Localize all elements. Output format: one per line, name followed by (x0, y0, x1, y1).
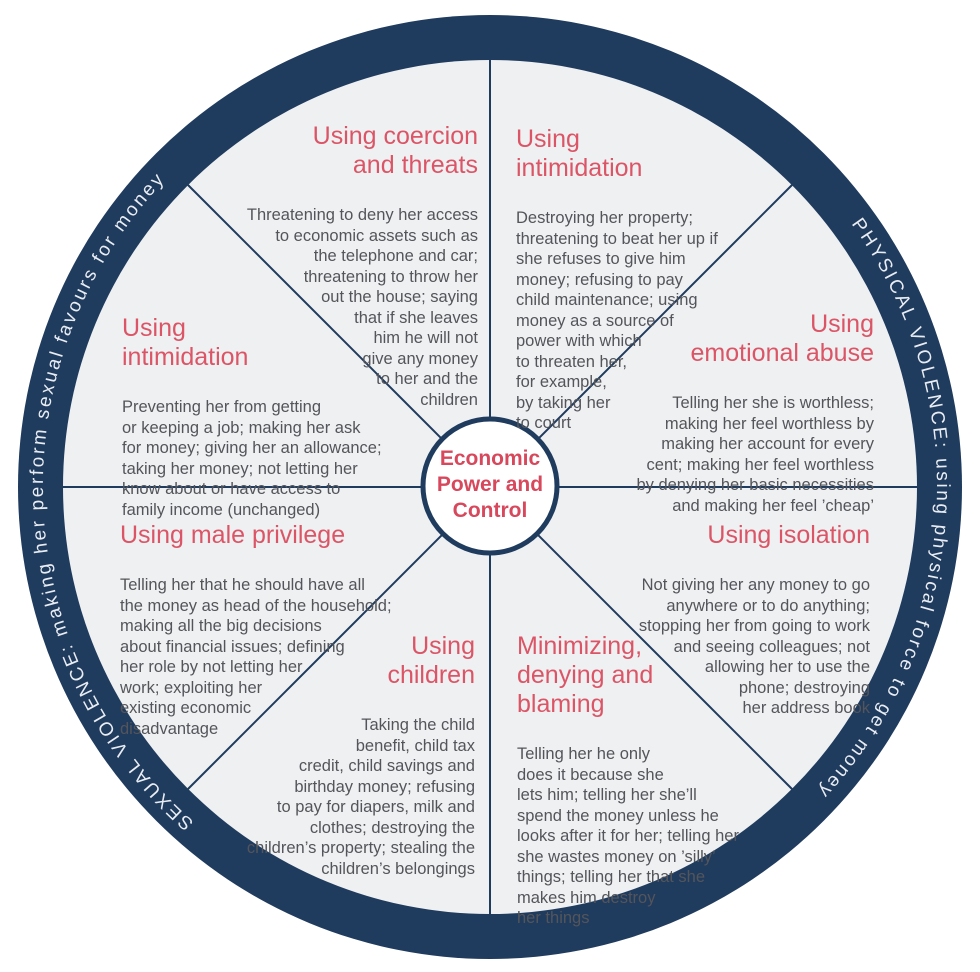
segment-body: Telling her that he should have all the … (120, 576, 392, 738)
segment-heading: Using emotional abuse (690, 310, 874, 367)
segment-body: Preventing her from getting or keeping a… (122, 398, 382, 519)
divider-line-top-right (537, 184, 793, 440)
segment-divider-lines (63, 60, 917, 914)
divider-line-bottom-right (537, 534, 793, 790)
center-circle (420, 416, 560, 556)
segment-body: Telling her she is worthless; making her… (636, 394, 874, 515)
segment-minimizing-denying-and-blaming: Minimizing, denying and blaming Telling … (517, 614, 739, 947)
segment-using-children: Using children Taking the child benefit,… (247, 614, 475, 897)
segment-using-male-privilege: Using male privilege Telling her that he… (120, 503, 392, 757)
segment-heading: Using intimidation (122, 314, 249, 371)
segment-heading: Using isolation (707, 521, 870, 549)
segment-body: Threatening to deny her access to econom… (246, 206, 478, 409)
divider-line-bottom-left (187, 534, 443, 790)
segment-using-intimidation-top-right: Using intimidation Destroying her proper… (516, 107, 718, 452)
segment-using-coercion-and-threats: Using coercion and threats Threatening t… (247, 104, 478, 428)
segment-body: Taking the child benefit, child tax cred… (246, 716, 475, 878)
segment-body: Telling her he only does it because she … (517, 745, 739, 927)
segment-heading: Using coercion and threats (312, 122, 478, 179)
divider-line-top-left (187, 184, 443, 440)
segment-body: Destroying her property; threatening to … (516, 209, 718, 432)
segment-heading: Minimizing, denying and blaming (517, 632, 654, 718)
segment-using-isolation: Using isolation Not giving her any money… (639, 503, 870, 737)
segment-heading: Using children (387, 632, 475, 689)
segment-heading: Using intimidation (516, 125, 643, 182)
wheel-center-title: Economic Power and Control (436, 447, 544, 522)
segment-body: Not giving her any money to go anywhere … (638, 576, 870, 717)
segment-using-emotional-abuse: Using emotional abuse Telling her she is… (636, 292, 874, 534)
segment-using-intimidation-left-upper: Using intimidation Preventing her from g… (122, 296, 382, 538)
segment-heading: Using male privilege (120, 521, 346, 549)
